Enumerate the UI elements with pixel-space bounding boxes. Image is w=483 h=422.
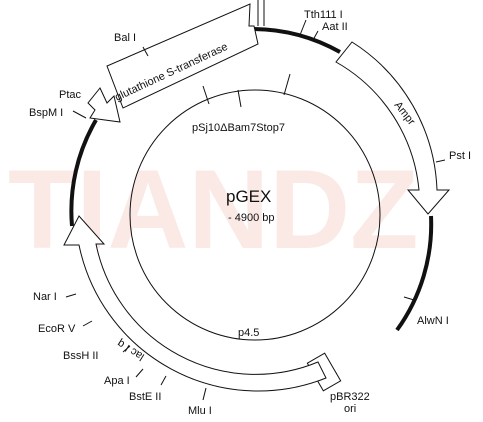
ori-label-2: ori — [344, 403, 356, 415]
backbone-arc-right — [395, 215, 434, 332]
tick-tth — [299, 19, 307, 36]
site-aat: Aat II — [322, 21, 348, 33]
p45-label: p4.5 — [238, 327, 259, 339]
backbone-arc-top-right — [248, 26, 341, 54]
site-mlu: Mlu I — [188, 405, 212, 417]
site-nar: Nar I — [33, 291, 57, 303]
site-bssh: BssH II — [63, 350, 98, 362]
backbone-arc-left — [69, 118, 98, 227]
ori-label-1: pBR322 — [330, 391, 370, 403]
gst-arrow — [106, 3, 259, 109]
tick-alwn — [403, 296, 415, 301]
site-tth: Tth111 I — [304, 9, 343, 21]
tick-apa — [135, 368, 144, 378]
ptac-arrow — [87, 87, 121, 123]
site-pst: Pst I — [449, 150, 471, 162]
tick-nar — [65, 293, 77, 298]
site-apa: Apa I — [104, 375, 130, 387]
tick-ecor — [82, 320, 93, 327]
inner-label: pSj10ΔBam7Stop7 — [192, 122, 285, 134]
tick-aat — [312, 30, 319, 41]
inner-tick-3 — [283, 73, 291, 96]
site-bal: Bal I — [114, 32, 136, 44]
tick-pst — [435, 159, 446, 163]
site-bspm: BspM I — [29, 107, 63, 119]
site-alwn: AlwN I — [417, 315, 449, 327]
site-bste: BstE II — [129, 391, 161, 403]
tick-mlu — [202, 387, 207, 401]
tick-bspm — [72, 110, 87, 119]
laciq-arrow — [63, 215, 327, 392]
amp-arrow — [335, 41, 451, 215]
plasmid-name: pGEX — [226, 187, 271, 206]
tick-bste — [160, 375, 167, 386]
site-ecor: EcoR V — [38, 323, 76, 335]
inner-tick-1 — [202, 85, 210, 105]
tick-bal — [142, 46, 149, 57]
inner-tick-2 — [237, 89, 242, 108]
inner-circle — [129, 89, 381, 341]
plasmid-size: - 4900 bp — [228, 212, 274, 224]
tick-bssh — [122, 345, 131, 353]
ptac-label: Ptac — [59, 89, 82, 101]
